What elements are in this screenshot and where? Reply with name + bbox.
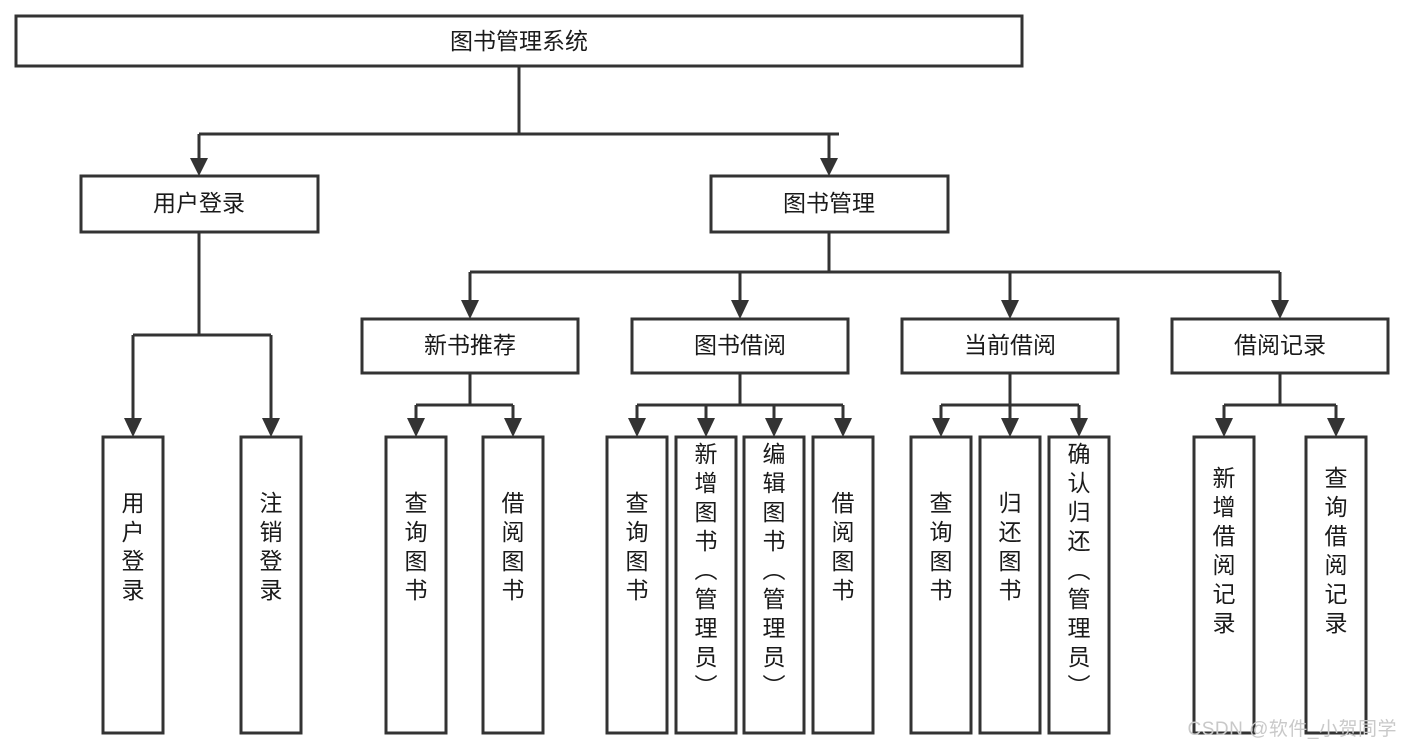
arrow-borrow-l4-icon [834,418,852,437]
leaf-record-query-box[interactable] [1304,435,1368,735]
arrow-current-l1-icon [932,418,950,437]
arrow-current-l2-icon [1001,418,1019,437]
leaf-record-add-box[interactable] [1192,435,1256,735]
arrow-record-l2-icon [1327,418,1345,437]
leaf-record-query[interactable]: 查询借阅记录 [1304,435,1368,735]
node-book-management-label: 图书管理 [783,190,875,216]
node-root[interactable]: 图书管理系统 [14,14,1024,68]
leaf-new-book-borrow-box[interactable] [481,435,545,735]
leaf-user-login-login-box[interactable] [101,435,165,735]
arrow-bookmgmt-c2-icon [731,300,749,319]
leaf-borrow-borrow[interactable]: 借阅图书 [811,435,875,735]
node-new-book-recommend-label: 新书推荐 [424,332,516,358]
leaf-new-book-query[interactable]: 查询图书 [384,435,448,735]
leaf-borrow-query-label: 查询图书 [626,490,649,603]
leaf-borrow-add-label: 新增图书︵管理员︶ [695,441,718,699]
leaf-current-return-label: 归还图书 [999,490,1022,603]
leaf-record-query-label: 查询借阅记录 [1325,465,1348,636]
leaf-user-login-logout[interactable]: 注销登录 [239,435,303,735]
leaf-current-query[interactable]: 查询图书 [909,435,973,735]
leaf-user-login-logout-label: 注销登录 [260,490,283,603]
node-current-borrow-label: 当前借阅 [964,332,1056,358]
node-borrow-record-label: 借阅记录 [1234,332,1326,358]
arrow-bookmgmt-c1-icon [461,300,479,319]
node-book-borrow[interactable]: 图书借阅 [630,317,850,375]
leaf-record-add[interactable]: 新增借阅记录 [1192,435,1256,735]
node-borrow-record-box[interactable] [1170,317,1390,375]
node-root-label: 图书管理系统 [450,28,588,54]
arrow-current-l3-icon [1070,418,1088,437]
node-user-login[interactable]: 用户登录 [79,174,320,234]
leaf-current-confirm-return[interactable]: 确认归还︵管理员︶ [1047,435,1111,735]
connector-group [124,66,1345,437]
leaf-new-book-borrow-label: 借阅图书 [502,490,525,603]
node-book-borrow-box[interactable] [630,317,850,375]
leaf-current-query-label: 查询图书 [930,490,953,603]
arrow-login-leaf2-icon [262,418,280,437]
leaf-borrow-borrow-label: 借阅图书 [832,490,855,603]
node-book-borrow-label: 图书借阅 [694,332,786,358]
leaf-user-login-login[interactable]: 用户登录 [101,435,165,735]
node-current-borrow[interactable]: 当前借阅 [900,317,1120,375]
arrow-borrow-l1-icon [628,418,646,437]
arrow-bookmgmt-c4-icon [1271,300,1289,319]
node-borrow-record[interactable]: 借阅记录 [1170,317,1390,375]
arrow-borrow-l2-icon [697,418,715,437]
node-book-management-box[interactable] [709,174,950,234]
leaf-borrow-edit-box[interactable] [742,435,806,735]
leaf-current-return-box[interactable] [978,435,1042,735]
leaf-borrow-edit-label: 编辑图书︵管理员︶ [763,441,786,699]
node-user-login-label: 用户登录 [153,190,245,216]
leaf-borrow-edit[interactable]: 编辑图书︵管理员︶ [742,435,806,735]
arrow-login-leaf1-icon [124,418,142,437]
node-current-borrow-box[interactable] [900,317,1120,375]
node-user-login-box[interactable] [79,174,320,234]
node-new-book-recommend-box[interactable] [360,317,580,375]
arrow-newbook-l2-icon [504,418,522,437]
arrow-root-to-login-icon [190,158,208,176]
node-new-book-recommend[interactable]: 新书推荐 [360,317,580,375]
leaf-borrow-query[interactable]: 查询图书 [605,435,669,735]
leaf-user-login-logout-box[interactable] [239,435,303,735]
leaf-new-book-query-label: 查询图书 [405,490,428,603]
node-book-management[interactable]: 图书管理 [709,174,950,234]
leaf-borrow-borrow-box[interactable] [811,435,875,735]
leaf-new-book-borrow[interactable]: 借阅图书 [481,435,545,735]
leaf-user-login-login-label: 用户登录 [122,490,145,603]
arrow-bookmgmt-c3-icon [1001,300,1019,319]
leaf-borrow-query-box[interactable] [605,435,669,735]
leaf-record-add-label: 新增借阅记录 [1213,465,1236,636]
leaf-borrow-add[interactable]: 新增图书︵管理员︶ [674,435,738,735]
leaf-borrow-add-box[interactable] [674,435,738,735]
arrow-root-to-bookmgmt-icon [820,158,838,176]
arrow-newbook-l1-icon [407,418,425,437]
leaf-new-book-query-box[interactable] [384,435,448,735]
arrow-record-l1-icon [1215,418,1233,437]
leaf-current-confirm-return-box[interactable] [1047,435,1111,735]
leaf-current-confirm-return-label: 确认归还︵管理员︶ [1068,441,1091,699]
leaf-current-return[interactable]: 归还图书 [978,435,1042,735]
arrow-borrow-l3-icon [765,418,783,437]
leaf-current-query-box[interactable] [909,435,973,735]
node-root-box[interactable] [14,14,1024,68]
